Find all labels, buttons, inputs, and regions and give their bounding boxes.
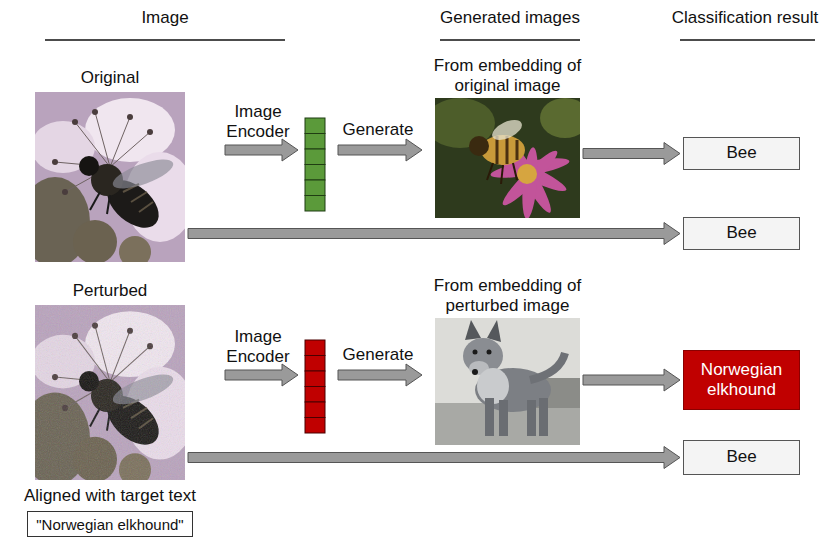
image-panel: From embedding of perturbed image — [435, 276, 580, 445]
result-box: Norwegian elkhound — [683, 350, 800, 410]
image-panel: Perturbed — [35, 281, 185, 480]
result-box: Bee — [683, 217, 800, 250]
box-label: Bee — [726, 223, 756, 243]
image-caption: From embedding of perturbed image — [423, 276, 593, 315]
step-label: Aligned with target text — [0, 486, 220, 506]
result-box: Bee — [683, 137, 800, 170]
box-label: Bee — [726, 447, 756, 467]
box-label: Norwegian elkhound — [692, 360, 791, 401]
column-header: Generated images — [410, 8, 610, 28]
block-arrow — [583, 369, 680, 391]
result-box: Bee — [683, 440, 800, 475]
step-label: Generate — [328, 345, 428, 365]
step-label: Image Encoder — [218, 327, 298, 366]
image-caption: Perturbed — [25, 281, 195, 301]
block-arrow — [188, 447, 680, 469]
block-arrow — [188, 223, 680, 245]
box-label: Bee — [726, 143, 756, 163]
image-panel: Original — [35, 68, 185, 262]
image-caption: Original — [25, 68, 195, 88]
image-caption: From embedding of original image — [423, 56, 593, 95]
step-label: Generate — [328, 120, 428, 140]
column-header: Classification result — [660, 8, 830, 28]
box-label: "Norwegian elkhound" — [36, 516, 183, 533]
step-label: Image Encoder — [218, 102, 298, 141]
block-arrow — [583, 143, 680, 165]
column-header: Image — [65, 8, 265, 28]
target-text-box: "Norwegian elkhound" — [27, 511, 193, 537]
image-panel: From embedding of original image — [435, 56, 580, 218]
